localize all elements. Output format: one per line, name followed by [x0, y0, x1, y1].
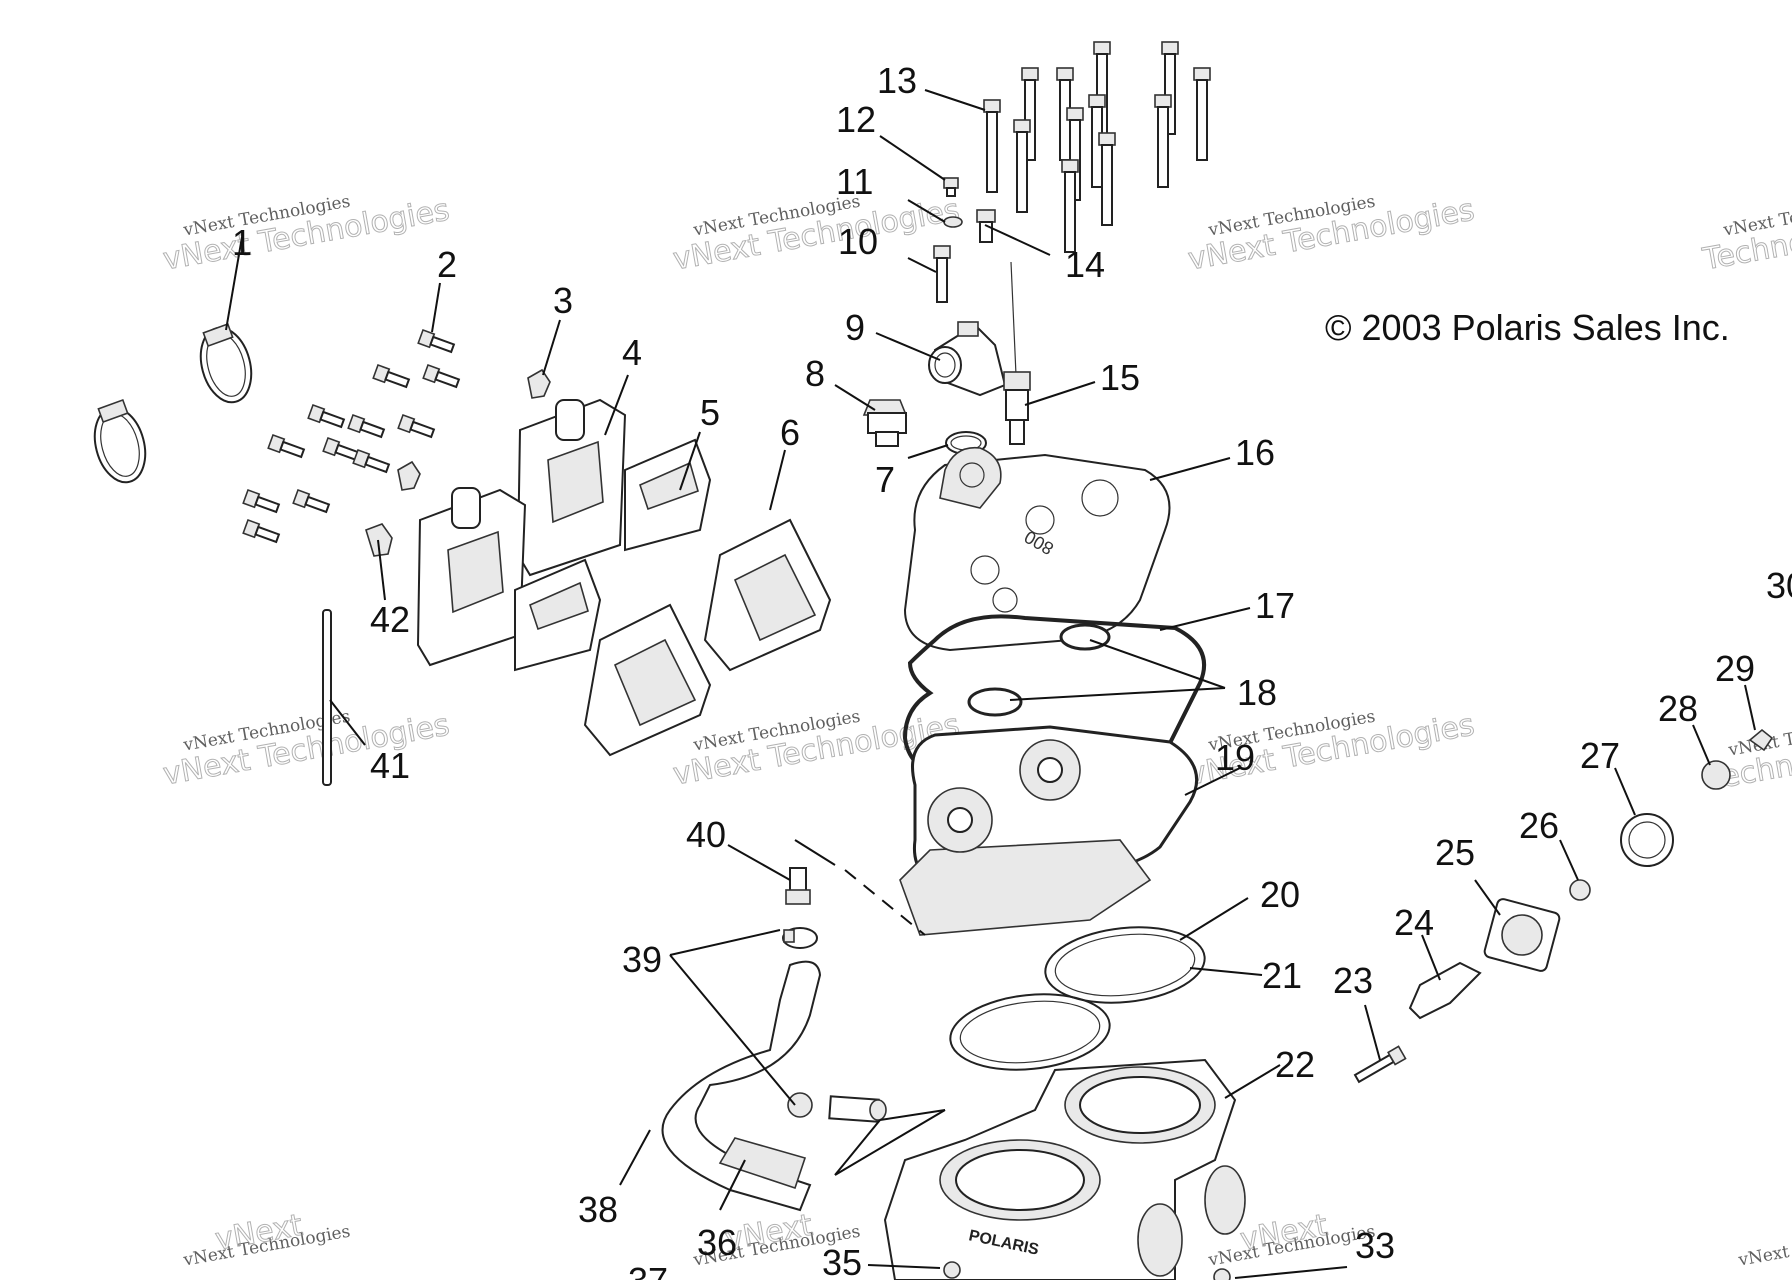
- part-number-labels: 1 2 3 4 5 6 7 8 9 10 11 12 13 14 15 16 1…: [232, 60, 1792, 1280]
- thermostat-part: [862, 399, 908, 447]
- head-cover-part: 800: [903, 446, 1171, 652]
- bottom-fasteners-part: [943, 1261, 1231, 1280]
- part-number-label: 2: [437, 244, 457, 285]
- part-number-label: 4: [622, 332, 642, 373]
- rod-part: [322, 609, 332, 786]
- cylinder-part: POLARIS: [883, 1058, 1246, 1280]
- part-number-label: 23: [1333, 960, 1373, 1001]
- part-number-label: 8: [805, 353, 825, 394]
- part-number-label: 37: [628, 1260, 668, 1280]
- reed-valve-part: [583, 518, 832, 757]
- part-number-label: 29: [1715, 648, 1755, 689]
- part-number-label: 3: [553, 280, 573, 321]
- part-number-label: 42: [370, 599, 410, 640]
- part-number-label: 12: [836, 99, 876, 140]
- part-number-label: 1: [232, 222, 252, 263]
- part-number-label: 17: [1255, 585, 1295, 626]
- part-number-label: 5: [700, 392, 720, 433]
- part-number-label: 9: [845, 307, 865, 348]
- part-number-label: 38: [578, 1189, 618, 1230]
- cylinder-head-part: [899, 725, 1199, 936]
- part-number-label: 7: [875, 459, 895, 500]
- fitting-part: [785, 867, 811, 905]
- parts-drawings: 800: [93, 41, 1774, 1280]
- temperature-sensor-part: [1003, 261, 1031, 445]
- hose-clamp-part: [93, 322, 253, 484]
- part-number-label: 35: [822, 1242, 862, 1280]
- part-number-label: 33: [1355, 1225, 1395, 1266]
- part-number-label: 41: [370, 745, 410, 786]
- part-number-label: 19: [1215, 737, 1255, 778]
- part-number-label: 20: [1260, 874, 1300, 915]
- part-number-label: 16: [1235, 432, 1275, 473]
- part-number-label: 26: [1519, 805, 1559, 846]
- part-number-label: 10: [838, 221, 878, 262]
- part-number-label: 6: [780, 412, 800, 453]
- dashed-connector: [794, 839, 926, 936]
- part-number-label: 22: [1275, 1044, 1315, 1085]
- leader-lines: [225, 89, 1756, 1279]
- part-number-label: 18: [1237, 672, 1277, 713]
- part-number-label: 14: [1065, 244, 1105, 285]
- part-number-label: 24: [1394, 902, 1434, 943]
- part-number-label: 30: [1766, 565, 1792, 606]
- part-number-label: 27: [1580, 735, 1620, 776]
- part-number-label: 25: [1435, 832, 1475, 873]
- part-number-label: 36: [697, 1222, 737, 1263]
- base-gaskets-part: [949, 926, 1206, 1071]
- water-pump-parts: [1353, 728, 1774, 1084]
- part-number-label: 15: [1100, 357, 1140, 398]
- intake-adapter-part: [416, 398, 627, 667]
- reed-stuffer-part: [514, 438, 712, 672]
- copyright-notice: © 2003 Polaris Sales Inc.: [1325, 307, 1730, 348]
- clip-part: [365, 368, 551, 557]
- part-number-label: 11: [836, 161, 873, 202]
- coolant-hose-part: [661, 927, 887, 1212]
- head-bolts-part: [983, 41, 1211, 253]
- water-fitting-part: [928, 321, 1007, 397]
- small-fasteners-part: [933, 177, 996, 303]
- part-number-label: 13: [877, 60, 917, 101]
- part-number-label: 40: [686, 814, 726, 855]
- part-number-label: 28: [1658, 688, 1698, 729]
- part-number-label: 21: [1262, 955, 1302, 996]
- part-number-label: 39: [622, 939, 662, 980]
- watermark-text: vNext Technologies: [1736, 1222, 1792, 1271]
- intake-bolts-part: [242, 328, 461, 544]
